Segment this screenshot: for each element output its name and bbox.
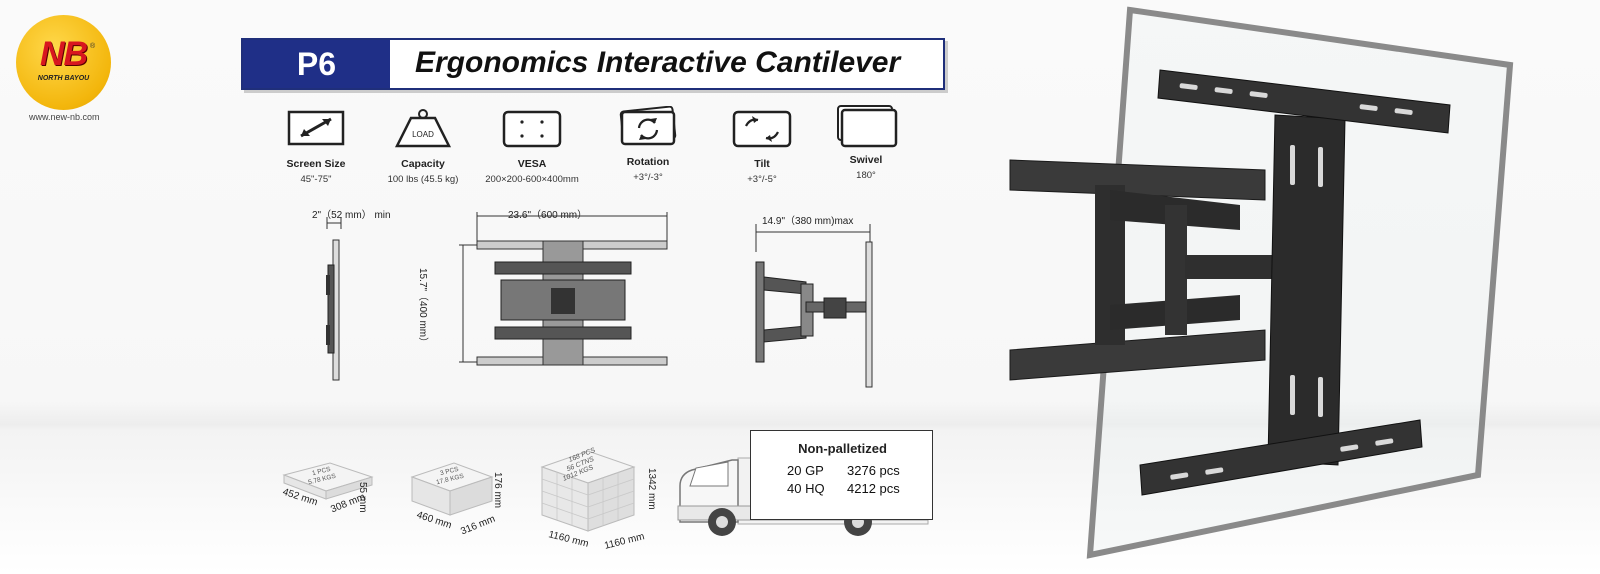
front-view-drawing <box>459 212 668 366</box>
feature-rotation: Rotation +3°/-3° <box>593 106 703 183</box>
load-weight-icon: LOAD <box>394 109 452 148</box>
feature-swivel: Swivel 180° <box>811 104 921 181</box>
product-title: Ergonomics Interactive Cantilever <box>415 46 901 79</box>
registered-mark: ® <box>90 43 96 50</box>
shipping-card: Non-palletized 20 GP 3276 pcs 40 HQ 4212… <box>750 430 933 520</box>
feature-screen-size: Screen Size 45"-75" <box>261 108 371 185</box>
mount-product-image <box>1009 6 1514 559</box>
brand-url[interactable]: www.new-nb.com <box>29 112 100 122</box>
feature-capacity: LOAD Capacity 100 lbs (45.5 kg) <box>368 108 478 185</box>
max-extension-label: 14.9"（380 mm)max <box>762 216 854 227</box>
pallet-height: 1342 mm <box>646 468 657 510</box>
shipping-title: Non-palletized <box>798 441 887 456</box>
extended-side-drawing <box>755 224 873 388</box>
screen-size-icon <box>287 110 345 146</box>
logo-text: NB <box>39 35 88 73</box>
swivel-icon <box>837 105 898 148</box>
side-profile-drawing <box>326 217 342 381</box>
feature-tilt: Tilt +3°/-5° <box>707 108 817 185</box>
pallet-drawing <box>540 450 636 532</box>
brand-name: NORTH BAYOU <box>37 75 90 82</box>
single-box-height: 55 mm <box>357 482 368 513</box>
single-box-drawing <box>282 462 374 500</box>
feature-vesa: VESA 200×200-600×400mm <box>477 108 587 185</box>
brand-logo: NB ® NORTH BAYOU <box>16 15 111 110</box>
model-badge: P6 <box>243 40 390 88</box>
min-depth-label: 2"（52 mm） min <box>312 210 391 221</box>
title-bar: P6 Ergonomics Interactive Cantilever <box>241 38 945 90</box>
shipping-container-1: 20 GP <box>787 463 824 478</box>
svg-text:LOAD: LOAD <box>412 130 434 139</box>
shipping-qty-2: 4212 pcs <box>847 481 900 496</box>
shipping-container-2: 40 HQ <box>787 481 825 496</box>
height-label: 15.7"（400 mm） <box>417 268 428 348</box>
carton-height: 176 mm <box>492 472 503 509</box>
tilt-icon <box>732 110 792 148</box>
vesa-icon <box>502 110 562 148</box>
shipping-qty-1: 3276 pcs <box>847 463 900 478</box>
rotation-icon <box>619 106 677 146</box>
carton-box-drawing <box>410 462 494 516</box>
